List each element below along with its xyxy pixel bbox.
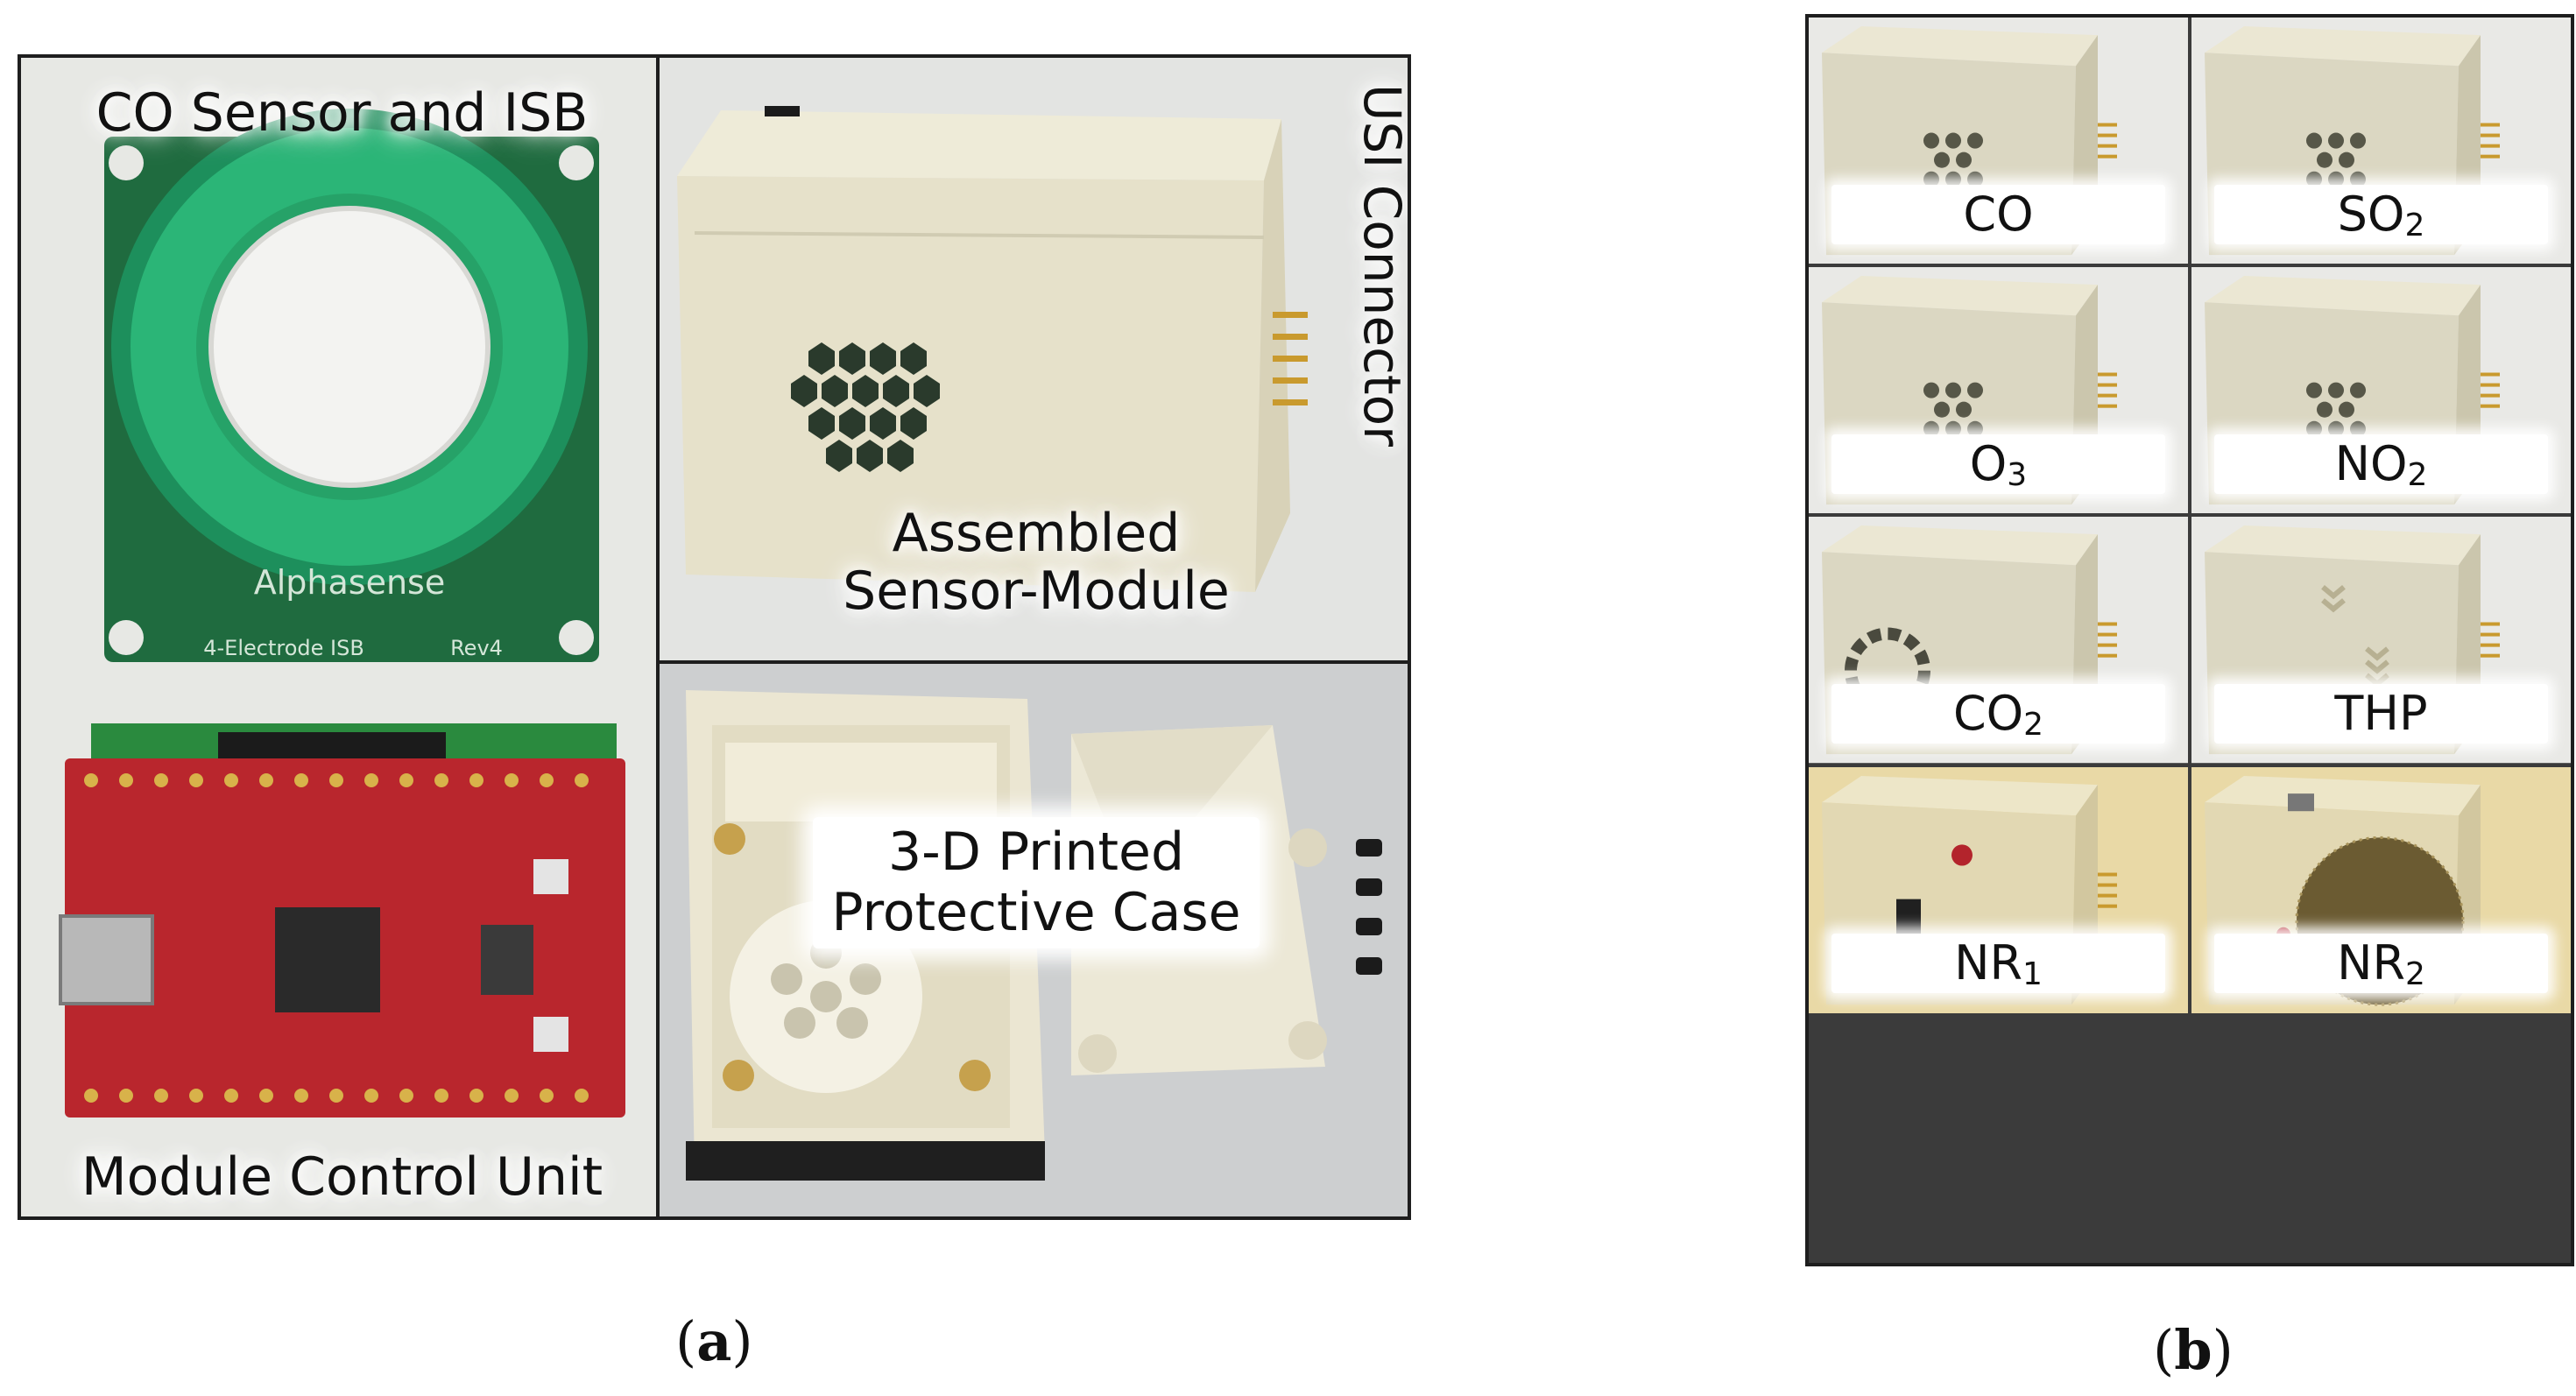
module-label-base: CO (1963, 186, 2034, 242)
sensor-module-grid: CO SO2 (1809, 18, 2571, 1263)
label-case-line1: 3-D Printed (887, 821, 1185, 883)
board-brand-text: Alphasense (254, 563, 445, 602)
module-label: NR1 (1831, 934, 2166, 994)
module-label-base: SO (2337, 186, 2405, 242)
label-assembled-line1: Assembled (892, 503, 1181, 564)
label-co-sensor-and-isb: CO Sensor and ISB (95, 82, 589, 144)
module-label-base: O (1969, 435, 2008, 491)
caption-b: (b) (2153, 1318, 2234, 1382)
photo-assembled-sensor-module: USI Connector Assembled Sensor-Module (656, 54, 1411, 671)
module-label-base: THP (2334, 686, 2428, 742)
module-label: NO2 (2213, 434, 2549, 494)
label-assembled-sensor-module: Assembled Sensor-Module (782, 504, 1290, 620)
module-label: CO2 (1831, 684, 2166, 744)
module-label-sub: 2 (2023, 707, 2044, 744)
module-label: CO (1831, 184, 2166, 244)
label-assembled-line2: Sensor-Module (843, 561, 1230, 622)
caption-letter-b: b (2174, 1318, 2213, 1382)
module-cell: CO (1809, 18, 2188, 264)
module-cell: CO2 (1809, 517, 2188, 764)
caption-a: (a) (675, 1309, 753, 1373)
board-revision-text: Rev4 (450, 636, 503, 660)
module-cell: THP (2191, 517, 2571, 764)
label-usi-connector: USI Connector (1352, 84, 1411, 447)
photo-sensor-and-control-unit: Alphasense 4-Electrode ISB Rev4 (18, 54, 667, 1220)
module-label: NR2 (2213, 934, 2549, 994)
label-case-line2: Protective Case (831, 882, 1241, 943)
module-label: THP (2213, 684, 2549, 744)
module-label-sub: 1 (2022, 956, 2043, 993)
photo-protective-case: 3-D Printed Protective Case (656, 660, 1411, 1220)
module-label-sub: 2 (2404, 207, 2425, 243)
module-label-sub: 2 (2405, 956, 2425, 993)
module-label-base: NO (2334, 435, 2408, 491)
caption-letter-a: a (696, 1309, 732, 1373)
module-label: O3 (1831, 434, 2166, 494)
module-cell: SO2 (2191, 18, 2571, 264)
module-label-base: CO (1952, 686, 2024, 742)
module-cell: O3 (1809, 267, 2188, 514)
module-cell: NO2 (2191, 267, 2571, 514)
figure-panel-b: CO SO2 (1805, 14, 2574, 1266)
module-label: SO2 (2213, 184, 2549, 244)
module-cell: NR1 (1809, 766, 2188, 1013)
module-label-sub: 3 (2007, 456, 2028, 493)
module-cell: NR2 (2191, 766, 2571, 1013)
board-model-text: 4-Electrode ISB (203, 636, 364, 660)
label-3d-printed-protective-case: 3-D Printed Protective Case (813, 817, 1260, 948)
module-label-sub: 2 (2407, 456, 2428, 493)
label-module-control-unit: Module Control Unit (81, 1146, 603, 1208)
figure-panel-a: Alphasense 4-Electrode ISB Rev4 (18, 54, 1411, 1220)
module-label-base: NR (2337, 935, 2405, 991)
module-label-base: NR (1954, 935, 2022, 991)
